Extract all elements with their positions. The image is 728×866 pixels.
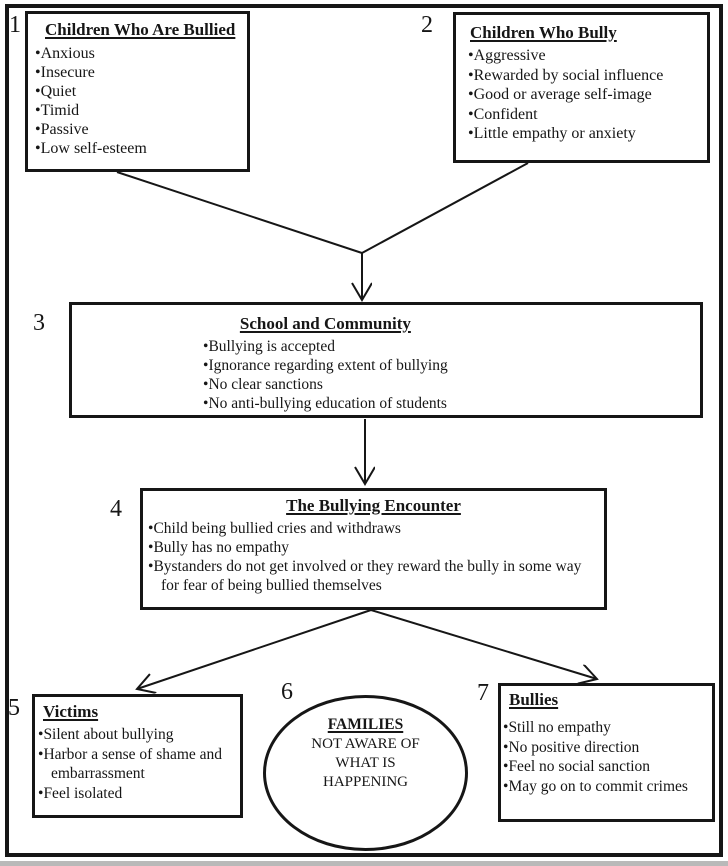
node-number-2: 2: [421, 12, 433, 38]
list-item: No clear sanctions: [203, 375, 448, 394]
list-item: WHAT IS: [335, 755, 396, 771]
outer-border: [5, 4, 723, 857]
bullet-list: Bullying is acceptedIgnorance regarding …: [203, 337, 448, 413]
node-content: School and Community Bullying is accepte…: [203, 313, 448, 413]
node-number-6: 6: [281, 679, 293, 705]
list-item: May go on to commit crimes: [503, 777, 710, 797]
bullet-list: AnxiousInsecureQuietTimidPassiveLow self…: [35, 44, 243, 158]
node-title: FAMILIES: [327, 716, 404, 733]
node-number-1: 1: [9, 12, 21, 38]
list-item: Passive: [35, 120, 243, 139]
list-item: Good or average self-image: [468, 85, 703, 105]
list-item: Bully has no empathy: [148, 538, 599, 557]
list-item: Insecure: [35, 63, 243, 82]
node-children-who-bully: Children Who Bully AggressiveRewarded by…: [453, 12, 710, 163]
list-item: No positive direction: [503, 738, 710, 758]
list-item: Aggressive: [468, 46, 703, 66]
list-item: Timid: [35, 101, 243, 120]
node-victims: Victims Silent about bullyingHarbor a se…: [32, 694, 243, 818]
list-item: Quiet: [35, 82, 243, 101]
list-item: Low self-esteem: [35, 139, 243, 158]
list-item: HAPPENING: [322, 774, 408, 790]
node-number-5: 5: [8, 695, 20, 721]
node-number-4: 4: [110, 496, 122, 522]
node-title: School and Community: [239, 314, 411, 333]
list-item: Feel isolated: [38, 784, 238, 804]
list-item: Feel no social sanction: [503, 757, 710, 777]
ellipse-text-lines: NOT AWARE OF WHAT IS HAPPENING: [266, 735, 465, 792]
node-title: Victims: [43, 702, 99, 721]
list-item: Rewarded by social influence: [468, 66, 703, 86]
list-item: Little empathy or anxiety: [468, 124, 703, 144]
list-item: Child being bullied cries and withdraws: [148, 519, 599, 538]
node-school-and-community: School and Community Bullying is accepte…: [69, 302, 703, 418]
node-the-bullying-encounter: The Bullying Encounter Child being bulli…: [140, 488, 607, 610]
bullet-list: Child being bullied cries and withdrawsB…: [148, 519, 599, 595]
list-item: Ignorance regarding extent of bullying: [203, 356, 447, 375]
bullet-list: Still no empathyNo positive directionFee…: [503, 718, 710, 796]
list-item: No anti-bullying education of students: [203, 394, 448, 413]
node-title: Bullies: [509, 690, 559, 709]
node-families-ellipse: FAMILIES NOT AWARE OF WHAT IS HAPPENING: [263, 695, 468, 851]
list-item: Harbor a sense of shame and embarrassmen…: [38, 745, 238, 784]
node-bullies: Bullies Still no empathyNo positive dire…: [498, 683, 715, 822]
list-item: Bystanders do not get involved or they r…: [148, 557, 599, 595]
node-number-3: 3: [33, 310, 45, 336]
node-title: Children Who Are Bullied: [45, 20, 236, 39]
list-item: Still no empathy: [503, 718, 710, 738]
list-item: NOT AWARE OF: [311, 736, 420, 752]
node-children-who-are-bullied: Children Who Are Bullied AnxiousInsecure…: [25, 11, 250, 172]
node-number-7: 7: [477, 680, 489, 706]
bullet-list: Silent about bullyingHarbor a sense of s…: [38, 725, 238, 803]
bullet-list: AggressiveRewarded by social influenceGo…: [468, 46, 703, 144]
list-item: Silent about bullying: [38, 725, 238, 745]
node-title: Children Who Bully: [470, 23, 617, 42]
node-title: The Bullying Encounter: [286, 496, 461, 515]
list-item: Bullying is accepted: [203, 337, 448, 356]
scan-edge-artifact: [0, 861, 728, 866]
list-item: Confident: [468, 105, 703, 125]
list-item: Anxious: [35, 44, 243, 63]
